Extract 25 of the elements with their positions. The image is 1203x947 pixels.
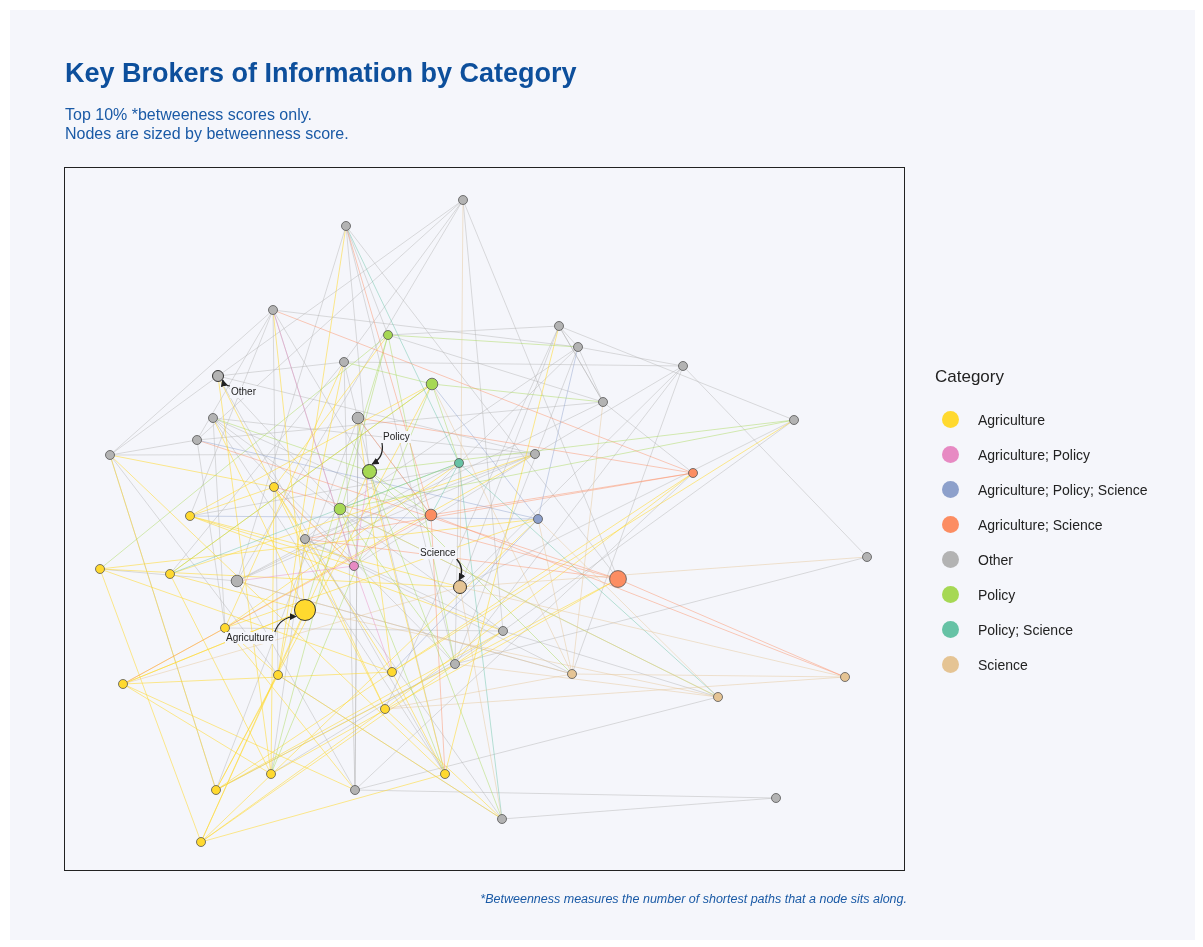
legend-label: Other — [978, 552, 1013, 568]
subtitle: Top 10% *betweeness scores only. — [65, 106, 312, 124]
leader-arrow — [371, 442, 384, 465]
network-node — [294, 599, 316, 621]
leader-arrow — [455, 558, 466, 581]
legend-label: Science — [978, 657, 1028, 673]
legend-label: Agriculture; Science — [978, 517, 1103, 533]
chart-title: Key Brokers of Information by Category — [65, 58, 577, 89]
network-node — [453, 580, 467, 594]
annotation-label: Policy — [382, 431, 411, 443]
legend-label: Agriculture; Policy — [978, 447, 1091, 463]
annotation-label: Science — [419, 547, 457, 559]
leader-arrow — [274, 613, 297, 633]
legend-label: Policy; Science — [978, 622, 1073, 638]
legend-heading: Category — [935, 367, 1004, 387]
annotation-label: Agriculture — [225, 632, 275, 644]
legend-label: Policy — [978, 587, 1016, 603]
legend-label: Agriculture — [978, 412, 1045, 428]
annotation-label: Other — [230, 386, 257, 398]
legend-label: Agriculture; Policy; Science — [978, 482, 1148, 498]
leader-arrow — [221, 379, 231, 388]
subtitle: Nodes are sized by betweenness score. — [65, 125, 349, 143]
network-node — [361, 463, 377, 479]
footnote: *Betweenness measures the number of shortest paths that a node sits along. — [480, 892, 907, 906]
network-node — [212, 370, 224, 382]
